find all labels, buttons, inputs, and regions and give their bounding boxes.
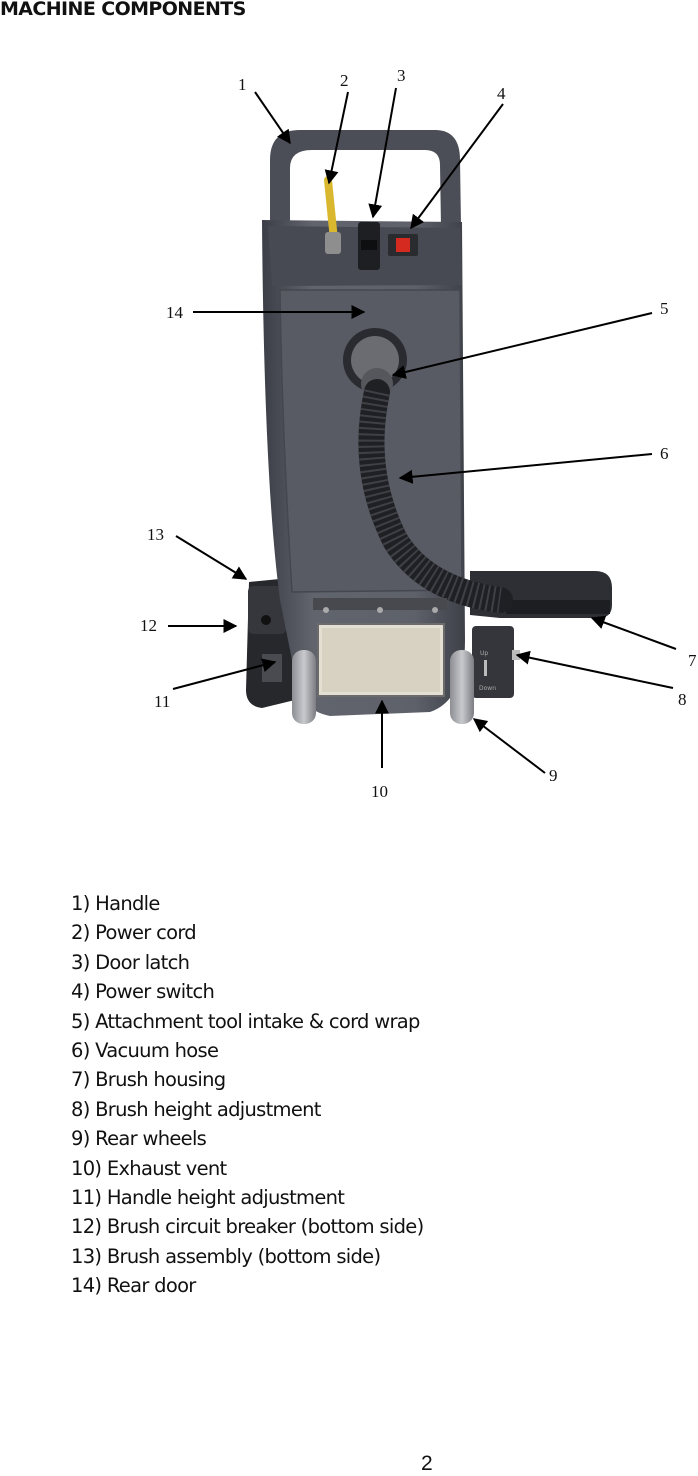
component-item: 11) Handle height adjustment [71, 1186, 345, 1210]
machine-diagram: Up Down [0, 60, 698, 820]
component-list: 1) Handle 2) Power cord 3) Door latch 4)… [71, 889, 424, 1301]
component-item: 8) Brush height adjustment [71, 1097, 321, 1121]
component-item: 10) Exhaust vent [71, 1156, 227, 1180]
callout-label: 3 [397, 66, 406, 85]
component-item: 13) Brush assembly (bottom side) [71, 1244, 381, 1268]
callout-label: 7 [688, 651, 697, 670]
callout-label: 9 [549, 766, 558, 785]
component-item: 9) Rear wheels [71, 1127, 207, 1151]
component-item: 4) Power switch [71, 980, 215, 1004]
component-item: 3) Door latch [71, 950, 190, 974]
callout-label: 1 [238, 75, 247, 94]
component-item: 7) Brush housing [71, 1068, 226, 1092]
callout-label: 11 [154, 692, 171, 711]
callout-label: 10 [371, 782, 388, 801]
svg-text:Down: Down [479, 685, 496, 692]
component-item: 6) Vacuum hose [71, 1039, 219, 1063]
component-item: 5) Attachment tool intake & cord wrap [71, 1009, 420, 1033]
callout-label: 6 [660, 444, 669, 463]
callout-label: 14 [166, 303, 183, 322]
callout-label: 12 [140, 616, 157, 635]
callout-label: 8 [678, 690, 687, 709]
callout-label: 2 [340, 71, 349, 90]
svg-text:Up: Up [480, 650, 488, 657]
page-number: 2 [421, 1452, 433, 1475]
component-item: 12) Brush circuit breaker (bottom side) [71, 1215, 424, 1239]
component-item: 2) Power cord [71, 921, 197, 945]
component-item: 14) Rear door [71, 1274, 196, 1298]
page-title: MACHINE COMPONENTS [0, 0, 246, 20]
callout-label: 4 [497, 84, 506, 103]
machine-photo: Up Down [168, 87, 677, 774]
callout-label: 5 [660, 299, 669, 318]
component-item: 1) Handle [71, 892, 160, 915]
callout-label: 13 [147, 525, 164, 544]
